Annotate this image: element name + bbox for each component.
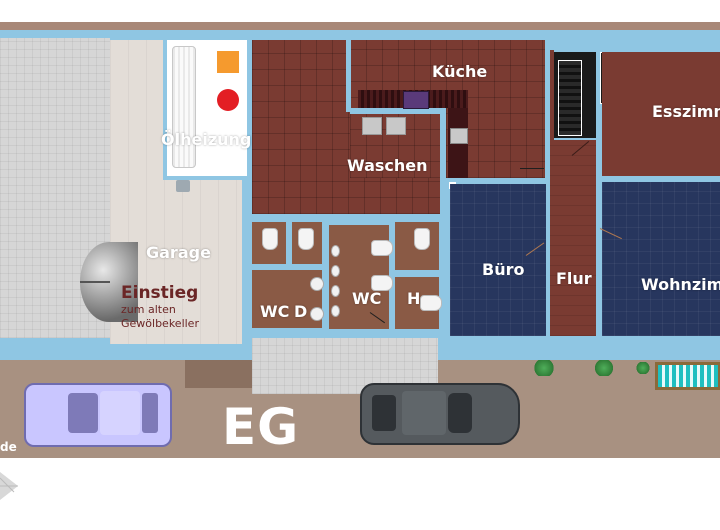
car-purple-windshield bbox=[68, 393, 98, 433]
bush-2 bbox=[594, 360, 614, 376]
einstieg-line2: Gewölbekeller bbox=[121, 317, 199, 330]
room-label-esszimmer: Esszimm bbox=[652, 102, 720, 121]
bar-stool-1 bbox=[362, 117, 382, 135]
wohnzimmer-room bbox=[602, 182, 720, 336]
sink-wc-left-icon bbox=[310, 277, 324, 291]
urinal-4-icon bbox=[331, 305, 340, 317]
car-purple-rear-window bbox=[142, 393, 158, 433]
edge-text: de bbox=[0, 440, 17, 454]
wall-kueche-left bbox=[440, 108, 446, 218]
wall-waschen-kueche bbox=[346, 40, 351, 112]
dome-divider bbox=[80, 281, 110, 283]
kitchen-stove bbox=[403, 91, 429, 109]
car-purple bbox=[24, 383, 172, 447]
car-dark-windshield bbox=[448, 393, 472, 433]
door-kueche bbox=[520, 168, 544, 169]
car-dark-rear-window bbox=[372, 395, 396, 431]
heating-tank bbox=[172, 46, 196, 168]
room-label-flur: Flur bbox=[556, 269, 592, 288]
urinal-3-icon bbox=[331, 285, 340, 297]
einstieg-line1: zum alten bbox=[121, 303, 176, 316]
wall-kueche-bottom bbox=[350, 108, 446, 114]
room-label-kueche: Küche bbox=[432, 62, 488, 81]
bush-3 bbox=[636, 362, 650, 374]
esszimmer-room bbox=[602, 52, 720, 176]
room-label-h: H bbox=[407, 289, 421, 308]
heater-red-unit bbox=[217, 89, 239, 111]
bush-1 bbox=[533, 360, 555, 376]
einstieg-title: Einstieg bbox=[121, 283, 199, 303]
kitchen-sink bbox=[450, 128, 468, 144]
buero-room bbox=[450, 184, 546, 336]
kueche-room bbox=[350, 40, 545, 178]
flur-upper bbox=[550, 50, 554, 140]
room-label-garage: Garage bbox=[146, 243, 211, 262]
toilet-wc-middle-1-icon bbox=[371, 240, 393, 256]
toilet-2-icon bbox=[298, 228, 314, 250]
car-dark-roof bbox=[402, 391, 446, 435]
staircase bbox=[552, 52, 596, 138]
toilet-1-icon bbox=[262, 228, 278, 250]
car-purple-roof bbox=[100, 391, 140, 435]
car-dark bbox=[360, 383, 520, 445]
room-label-wc2: WC bbox=[352, 289, 382, 308]
room-label-wc1: WC bbox=[260, 302, 290, 321]
stair-steps bbox=[558, 60, 582, 136]
sink-wc-left-2-icon bbox=[310, 307, 324, 321]
toilet-3-icon bbox=[414, 228, 430, 250]
urinal-2-icon bbox=[331, 265, 340, 277]
roof-edge bbox=[0, 22, 720, 30]
flur-room bbox=[550, 140, 596, 336]
garden-planter bbox=[655, 362, 720, 390]
room-label-buero: Büro bbox=[482, 260, 525, 279]
room-label-dusche: D bbox=[294, 302, 308, 321]
floor-label: EG bbox=[222, 398, 300, 456]
compass-icon bbox=[0, 470, 18, 502]
bar-stool-2 bbox=[386, 117, 406, 135]
toilet-h-icon bbox=[420, 295, 442, 311]
room-label-waschen: Waschen bbox=[347, 156, 428, 175]
room-label-oelheizung: Ölheizung bbox=[161, 130, 252, 149]
heater-small-fixture bbox=[176, 180, 190, 192]
entrance-step bbox=[185, 360, 252, 388]
heater-orange-unit bbox=[217, 51, 239, 73]
room-label-wohnzimmer: Wohnzimm bbox=[641, 275, 720, 294]
urinal-1-icon bbox=[331, 245, 340, 257]
